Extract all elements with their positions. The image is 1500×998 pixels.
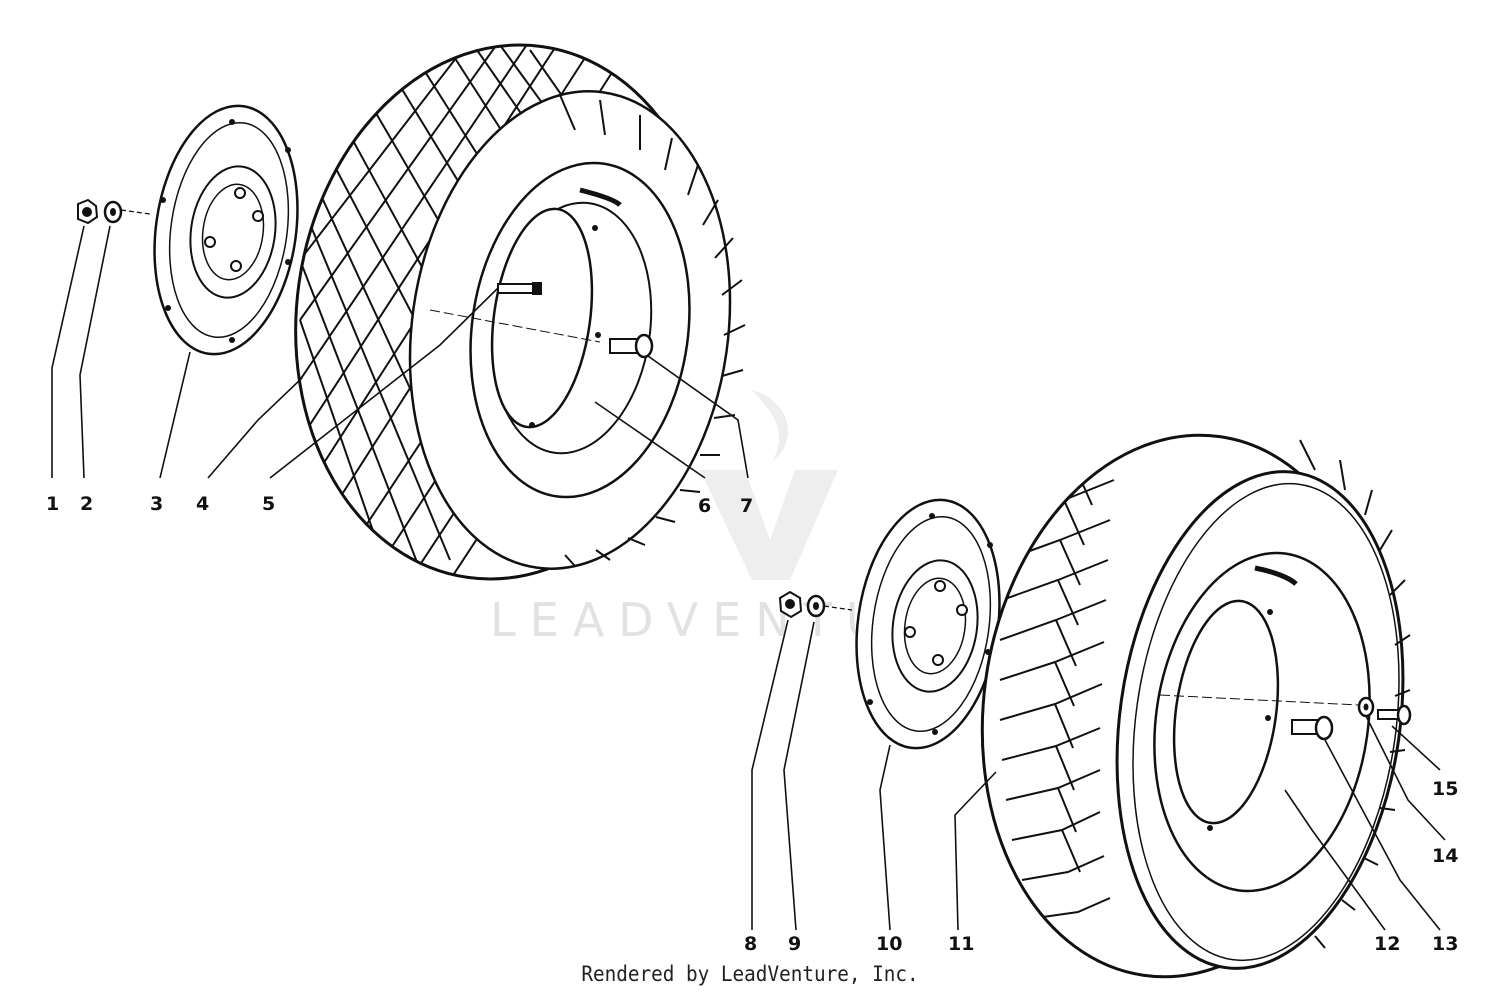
wheel-bolt-13	[1291, 715, 1334, 741]
callout-1: 1	[46, 493, 59, 515]
callout-10: 10	[876, 933, 902, 955]
callout-15: 15	[1432, 778, 1458, 800]
lock-washer-9	[806, 594, 826, 618]
callout-13: 13	[1432, 933, 1458, 955]
washer-14	[1357, 696, 1375, 718]
lug-tire-11	[980, 433, 1411, 979]
render-credit: Rendered by LeadVenture, Inc.	[581, 962, 919, 986]
leader-lines-upper	[51, 225, 749, 479]
callout-labels: 1 2 3 4 5 6 7 8 9 10 11 12 13 14 15	[46, 493, 1458, 955]
callout-6: 6	[698, 495, 711, 517]
leader-lines-lower	[751, 619, 1446, 931]
callout-3: 3	[150, 493, 163, 515]
callout-2: 2	[80, 493, 93, 515]
hub-plate-10	[855, 498, 1001, 750]
turf-tire-4	[294, 34, 746, 581]
wheel-bolt-7	[609, 333, 654, 359]
hex-nut-1	[77, 198, 99, 225]
callout-14: 14	[1432, 845, 1458, 867]
callout-12: 12	[1374, 933, 1400, 955]
callout-5: 5	[262, 493, 275, 515]
lock-washer-2	[103, 200, 123, 224]
hub-plate-3	[153, 104, 299, 356]
callout-9: 9	[788, 933, 801, 955]
callout-4: 4	[196, 493, 209, 515]
valve-stem-15	[1377, 704, 1412, 726]
hex-nut-8	[778, 590, 803, 619]
callout-11: 11	[948, 933, 974, 955]
callout-8: 8	[744, 933, 757, 955]
valve-stem-5	[497, 282, 542, 295]
callout-7: 7	[740, 495, 753, 517]
